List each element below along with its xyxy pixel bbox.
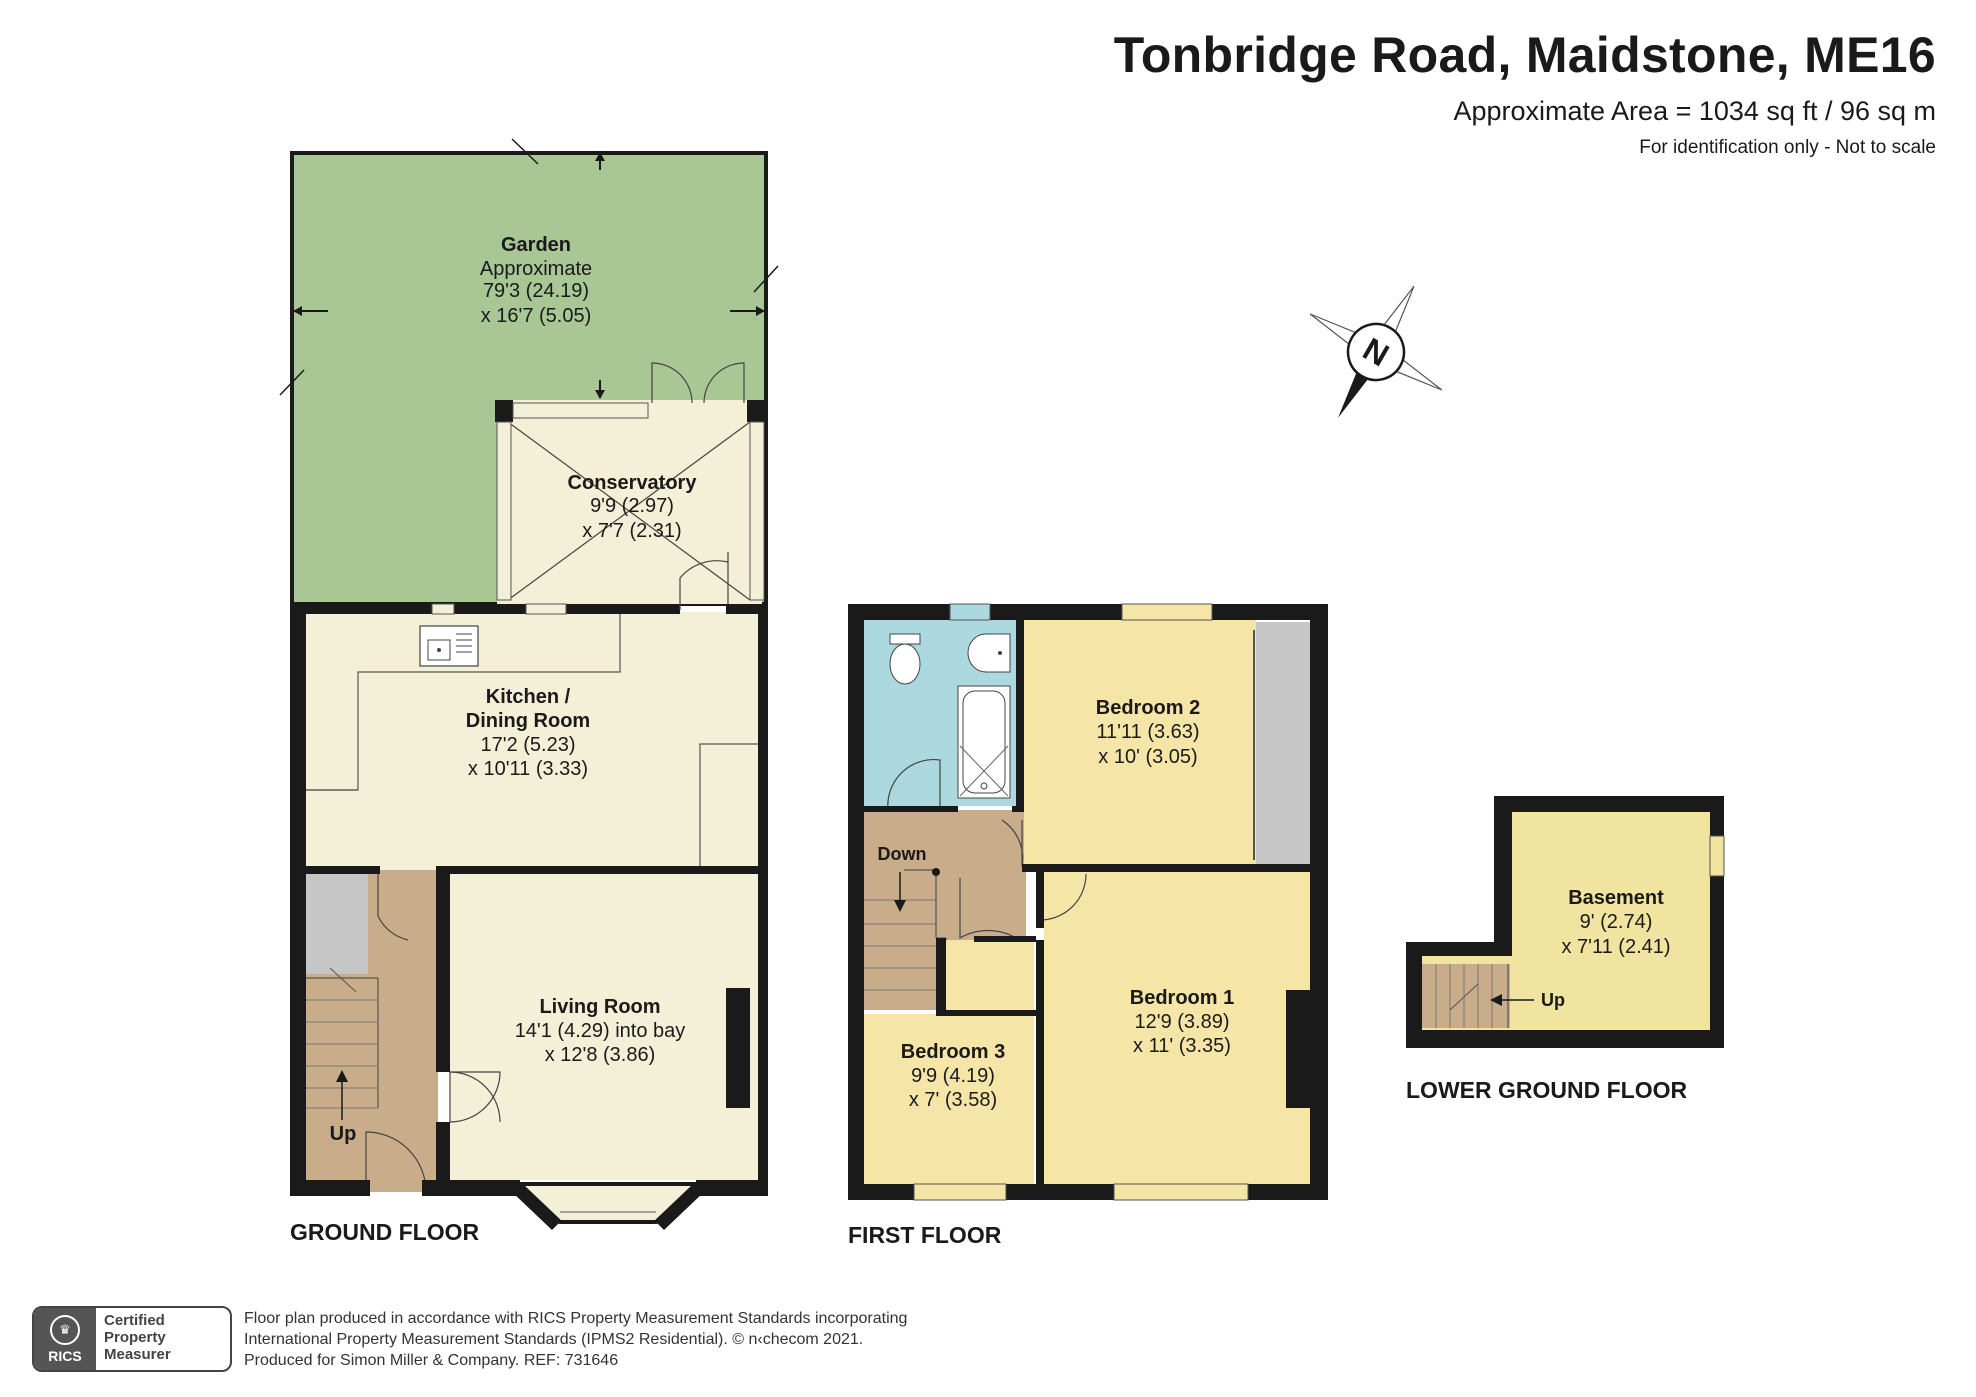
rics-certified-badge: ♛ RICS Certified Property Measurer: [32, 1306, 232, 1372]
bedroom-1-length: 12'9 (3.89): [1135, 1011, 1230, 1033]
garden-length: 79'3 (24.19): [483, 280, 589, 302]
disclaimer-note: For identification only - Not to scale: [1639, 137, 1936, 158]
basement-name: Basement: [1568, 887, 1664, 909]
kitchen-name-line1: Kitchen /: [486, 686, 571, 708]
kitchen-name-line2: Dining Room: [466, 710, 590, 732]
bedroom-2-name: Bedroom 2: [1096, 697, 1200, 719]
bedroom-1-area: [1044, 872, 1310, 1184]
conservatory-width: x 7'7 (2.31): [582, 520, 681, 542]
bath-shower-icon: [957, 685, 1011, 799]
first-floor-label: FIRST FLOOR: [848, 1222, 1002, 1248]
rics-logo-text: RICS: [48, 1347, 82, 1364]
footer-line-3: Produced for Simon Miller & Company. REF…: [244, 1352, 619, 1369]
stairs-up-label: Up: [330, 1123, 357, 1145]
kitchen-width: x 10'11 (3.33): [468, 758, 588, 780]
kitchen-area: [300, 612, 758, 870]
basin-icon: [967, 633, 1011, 673]
lion-emblem-icon: ♛: [50, 1314, 80, 1345]
conservatory-name: Conservatory: [568, 472, 698, 494]
bedroom-1-name: Bedroom 1: [1130, 987, 1234, 1009]
page-title: Tonbridge Road, Maidstone, ME16: [1113, 27, 1936, 83]
living-room-length: 14'1 (4.29) into bay: [515, 1020, 686, 1042]
bedroom-3-width: x 7' (3.58): [909, 1089, 997, 1111]
bedroom-3-area: [864, 1014, 1034, 1184]
bedroom-2-area: [1024, 620, 1256, 864]
garden-name: Garden: [501, 234, 571, 256]
rics-logo: ♛ RICS: [34, 1308, 96, 1370]
wardrobe: [1256, 622, 1310, 864]
badge-line-2: Property: [104, 1329, 166, 1346]
ground-floor-label: GROUND FLOOR: [290, 1219, 479, 1245]
living-room-width: x 12'8 (3.86): [545, 1044, 656, 1066]
bedroom-2-length: 11'11 (3.63): [1096, 721, 1199, 743]
kitchen-length: 17'2 (5.23): [481, 734, 576, 756]
ground-floor: Up: [279, 138, 779, 1230]
living-room-area: [450, 874, 758, 1180]
conservatory-area: [497, 400, 762, 604]
approximate-area: Approximate Area = 1034 sq ft / 96 sq m: [1453, 96, 1936, 126]
basement-length: 9' (2.74): [1580, 911, 1653, 933]
stairs-down-label: Down: [878, 844, 927, 864]
lower-ground-floor: Up: [1406, 796, 1725, 1048]
basement-area: [1512, 812, 1710, 1030]
footer-line-1: Floor plan produced in accordance with R…: [244, 1310, 908, 1327]
bedroom-1-width: x 11' (3.35): [1133, 1035, 1231, 1057]
bedroom-3-name: Bedroom 3: [901, 1041, 1005, 1063]
garden-note: Approximate: [480, 258, 592, 280]
north-compass-icon: [1309, 285, 1443, 418]
staircase-lower: Up: [1422, 964, 1565, 1028]
garden-width: x 16'7 (5.05): [481, 305, 592, 327]
rics-badge-text: Certified Property Measurer: [96, 1308, 230, 1370]
badge-line-3: Measurer: [104, 1346, 171, 1363]
basement-width: x 7'11 (2.41): [1561, 936, 1670, 958]
living-room-name: Living Room: [539, 996, 660, 1018]
bedroom-2-width: x 10' (3.05): [1098, 746, 1197, 768]
lower-ground-floor-label: LOWER GROUND FLOOR: [1406, 1077, 1687, 1103]
bedroom-3-length: 9'9 (4.19): [911, 1065, 995, 1087]
footer-line-2: International Property Measurement Stand…: [244, 1331, 864, 1348]
badge-line-1: Certified: [104, 1312, 165, 1329]
sink-icon: [419, 625, 479, 667]
chimney-breast: [726, 988, 750, 1108]
toilet-icon: [889, 633, 921, 685]
conservatory-length: 9'9 (2.97): [590, 495, 674, 517]
chimney-breast-first: [1286, 990, 1310, 1108]
staircase-first: Down: [864, 844, 947, 1010]
first-floor: Down: [848, 603, 1328, 1201]
footer-credits: Floor plan produced in accordance with R…: [244, 1308, 907, 1371]
basement-stairs-label: Up: [1541, 990, 1565, 1010]
staircase-ground: Up: [306, 967, 379, 1145]
